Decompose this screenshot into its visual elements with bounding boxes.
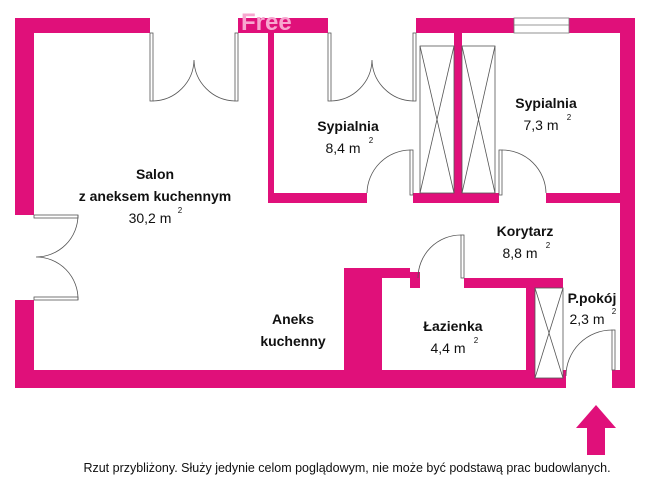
room-area: 2,3 m: [569, 311, 604, 327]
room-name: Sypialnia: [515, 95, 577, 111]
unit-sup: 2: [474, 336, 479, 345]
room-korytarz: Korytarz 8,8 m 2: [497, 223, 554, 261]
watermark: Free: [241, 9, 292, 36]
disclaimer: Rzut przybliżony. Służy jedynie celom po…: [83, 461, 610, 475]
room-area: 7,3 m: [523, 117, 558, 133]
room-name: Łazienka: [423, 318, 482, 334]
room-salon: Salon z aneksem kuchennym 30,2 m 2: [79, 166, 232, 226]
unit-sup: 2: [178, 206, 183, 215]
wardrobes: [419, 45, 564, 379]
room-name: Sypialnia: [317, 118, 379, 134]
doors: [33, 32, 616, 377]
room-name: P.pokój: [568, 290, 617, 306]
arrow-up-icon: [576, 405, 616, 455]
room-name: Korytarz: [497, 223, 554, 239]
room-aneks: Aneks kuchenny: [260, 311, 326, 349]
unit-sup: 2: [567, 113, 572, 122]
window: [513, 17, 570, 34]
unit-sup: 2: [546, 241, 551, 250]
room-p-pokoj: P.pokój 2,3 m 2: [568, 290, 617, 327]
room-name: z aneksem kuchennym: [79, 188, 232, 204]
room-area: 8,4 m: [325, 140, 360, 156]
room-name: Aneks: [272, 311, 314, 327]
room-lazienka: Łazienka 4,4 m 2: [423, 318, 482, 356]
room-area: 30,2 m: [129, 210, 172, 226]
room-name: Salon: [136, 166, 174, 182]
room-name: kuchenny: [260, 333, 326, 349]
room-sypialnia-2: Sypialnia 7,3 m 2: [515, 95, 577, 133]
unit-sup: 2: [369, 136, 374, 145]
room-sypialnia-1: Sypialnia 8,4 m 2: [317, 118, 379, 156]
room-area: 4,4 m: [430, 340, 465, 356]
room-area: 8,8 m: [502, 245, 537, 261]
walls: [15, 18, 635, 388]
unit-sup: 2: [612, 307, 617, 316]
